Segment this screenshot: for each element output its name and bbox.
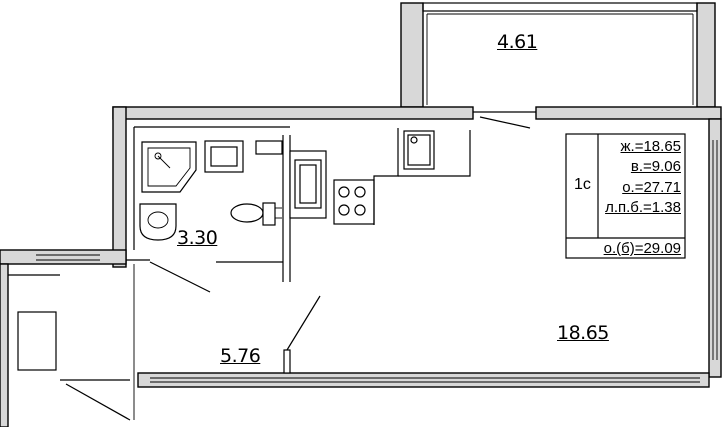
balcony-area-label: 4.61: [497, 31, 538, 53]
doors: [65, 261, 321, 421]
main-room-area-label: 18.65: [557, 322, 609, 344]
kitchen-fixtures: [289, 128, 471, 225]
apartment-type-label: 1с: [574, 176, 591, 193]
hall-cabinet: [17, 311, 57, 371]
legend-row: в.=9.06: [630, 158, 681, 175]
area-summary-list: ж.=18.65 в.=9.06 о.=27.71 л.п.б.=1.38 о.…: [598, 134, 685, 258]
bathroom-area-label: 3.30: [177, 227, 218, 249]
balcony: [400, 2, 716, 108]
outer-walls: [0, 106, 722, 427]
legend-row: о.(б)=29.09: [603, 240, 681, 257]
legend-box: [565, 133, 686, 259]
legend-row: ж.=18.65: [620, 138, 682, 155]
hall-area-label: 5.76: [220, 345, 261, 367]
legend-row: л.п.б.=1.38: [605, 199, 681, 216]
bathroom-fixtures: [139, 140, 283, 241]
legend-row: о.=27.71: [622, 179, 681, 196]
